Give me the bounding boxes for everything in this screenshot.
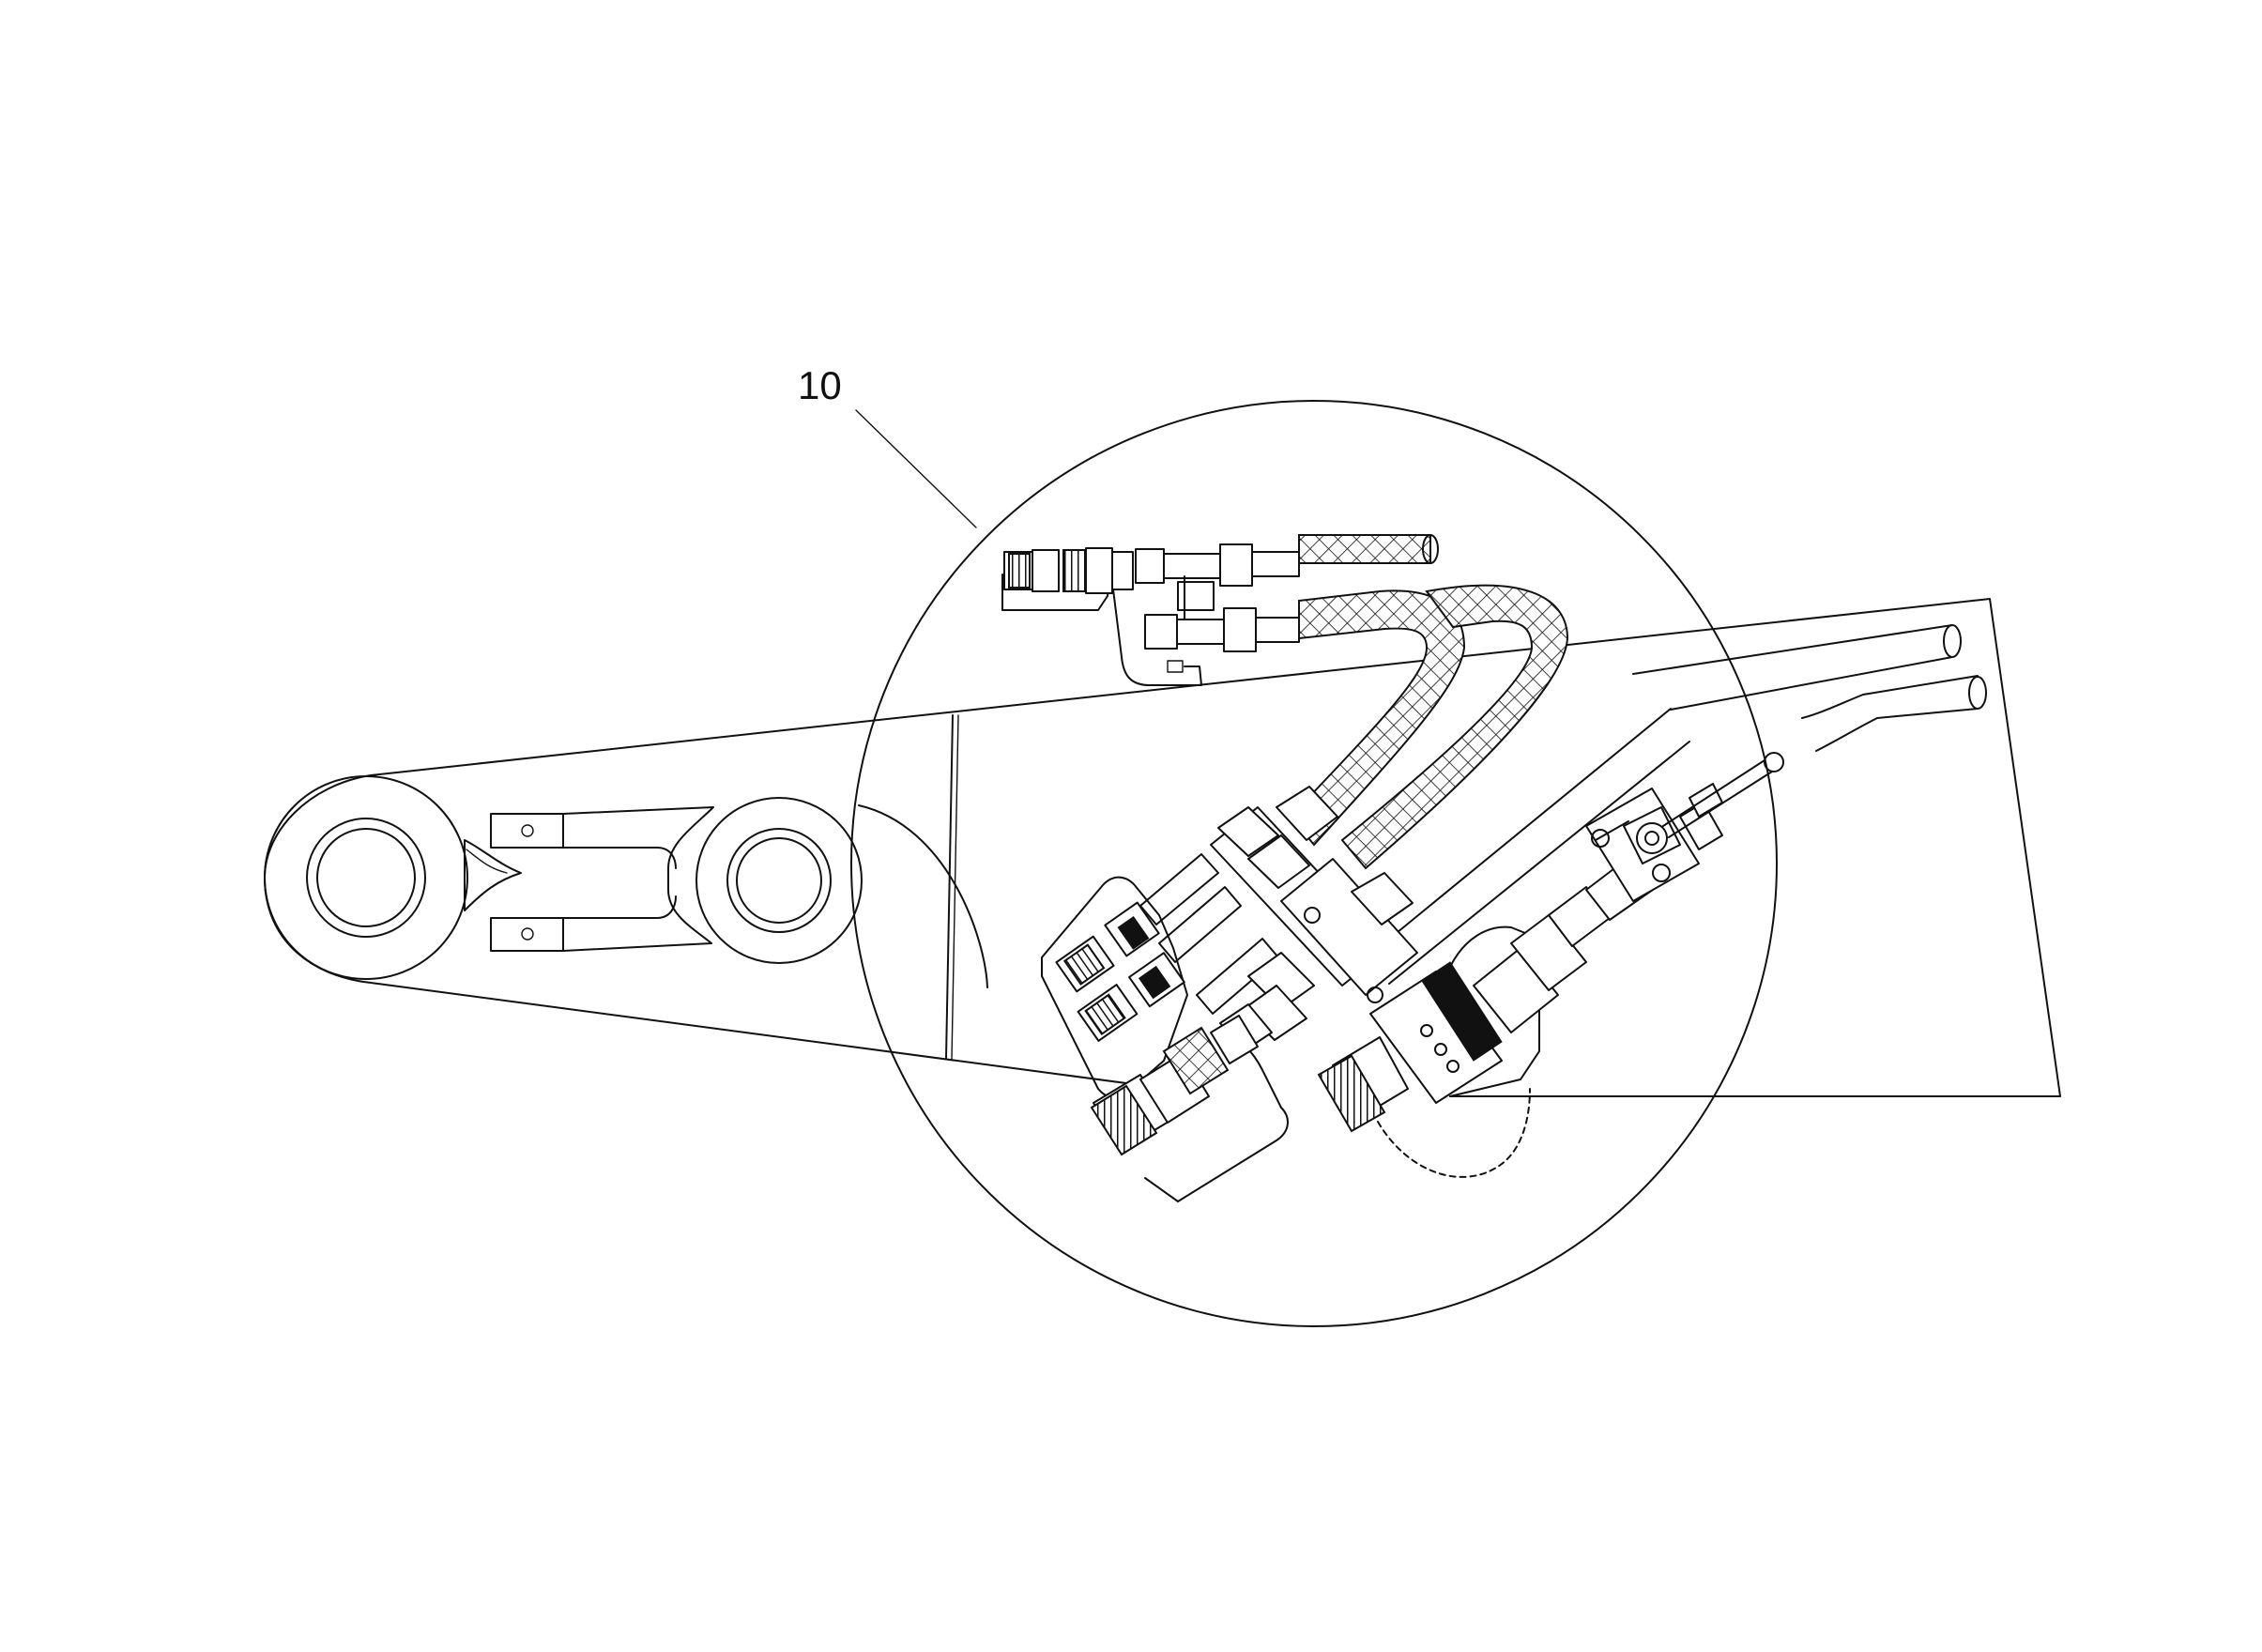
lower-left-coupler (1090, 1015, 1289, 1202)
arm-outline-lower (264, 774, 1155, 1088)
detail-circle (850, 400, 1778, 1327)
large-eye-ring (306, 818, 426, 938)
hose-loop-2 (1340, 584, 1569, 870)
callout-label: 10 (798, 363, 842, 407)
top-coupler-assembly (1001, 534, 1439, 686)
large-eye-outer (264, 775, 468, 980)
strap-clip-lower (490, 917, 564, 952)
braided-hoses (1289, 584, 1569, 870)
rail-pipes (1360, 624, 1987, 985)
callout-10: 10 (798, 363, 977, 528)
strap-body (562, 806, 714, 952)
top-coupler-knurl (1008, 553, 1031, 589)
coupler-knurl-lower-left (1090, 1084, 1158, 1156)
lower-right-block (1369, 971, 1503, 1104)
left-coupler-group (1041, 876, 1188, 1099)
valve-handle (1662, 759, 1765, 827)
dust-cap-chain (1377, 1088, 1531, 1178)
hose-top (1298, 534, 1431, 564)
arm-body (264, 598, 2061, 1097)
panel-divider (945, 714, 954, 1060)
small-eye-ring (726, 828, 832, 933)
large-eye-bore (316, 828, 416, 927)
coupler-bracket-left (1041, 876, 1188, 1099)
arm-neck-curve (858, 804, 988, 988)
pointer-tip (464, 839, 522, 911)
right-valve-assembly (1473, 752, 1784, 1033)
strap-clip-upper (490, 813, 564, 849)
small-eye-outer (695, 797, 863, 964)
arm-outline-upper (370, 598, 2061, 1097)
small-eye-bore (736, 837, 822, 924)
valve-handle-pivot (1636, 822, 1668, 854)
lower-right-coupler (1317, 925, 1540, 1178)
leader-line (855, 409, 977, 528)
